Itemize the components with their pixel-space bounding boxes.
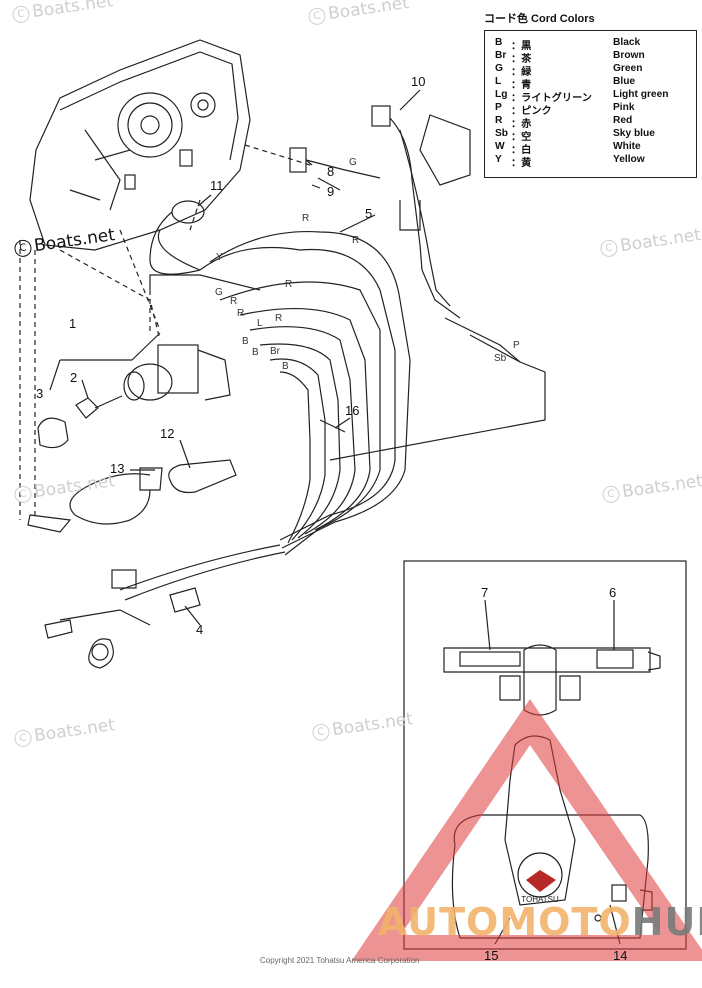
- cap-3: [37, 417, 69, 449]
- callout-6: 6: [609, 585, 617, 600]
- wire-letter: B: [282, 361, 289, 372]
- tohatsu-badge: TOHATSU: [521, 895, 559, 904]
- callout-11: 11: [210, 178, 224, 193]
- wire-letter: Y: [216, 252, 223, 263]
- control-top-view: [443, 647, 651, 673]
- callout-2: 2: [70, 370, 78, 385]
- callout-3: 3: [36, 386, 44, 401]
- wire-letter: P: [513, 340, 520, 351]
- wire-letter: Sb: [494, 353, 507, 364]
- wire-letter: L: [257, 318, 263, 329]
- wire-letter: R: [237, 308, 245, 319]
- callout-13: 13: [110, 461, 125, 476]
- callout-9: 9: [327, 184, 335, 199]
- callout-8: 8: [327, 164, 335, 179]
- wire-letter: R: [352, 235, 360, 246]
- legend-title: コード色 Cord Colors: [484, 13, 595, 25]
- harness-4: [119, 544, 286, 601]
- lever-10: [399, 129, 451, 307]
- lanyard-13: [69, 473, 151, 525]
- callout-16: 16: [345, 403, 360, 418]
- wire-letter: R: [230, 296, 238, 307]
- stop-switch-12: [168, 459, 237, 494]
- wire-letter: R: [302, 213, 310, 224]
- callout-4: 4: [196, 622, 204, 637]
- wire-letter: G: [215, 287, 223, 298]
- callout-12: 12: [160, 426, 175, 441]
- wire-letter: B: [252, 347, 259, 358]
- key-switch-1: [127, 363, 173, 401]
- wire-letter: R: [285, 279, 293, 290]
- wire-letter: B: [242, 336, 249, 347]
- callout-14: 14: [613, 948, 628, 963]
- wire-letter: Br: [270, 346, 280, 357]
- key-2: [75, 395, 123, 419]
- copyright-text: Copyright 2021 Tohatsu America Corporati…: [260, 956, 420, 965]
- control-housing: [29, 39, 251, 251]
- brand-triangle: [351, 698, 702, 961]
- callout-5: 5: [365, 206, 373, 221]
- callout-15: 15: [484, 948, 499, 963]
- brand-watermark: AUTOMOTOHUB: [378, 900, 702, 944]
- callout-7: 7: [481, 585, 489, 600]
- wire-letter: G: [349, 157, 357, 168]
- callout-1: 1: [69, 316, 77, 331]
- wire-letter: R: [275, 313, 283, 324]
- callout-10: 10: [411, 74, 426, 89]
